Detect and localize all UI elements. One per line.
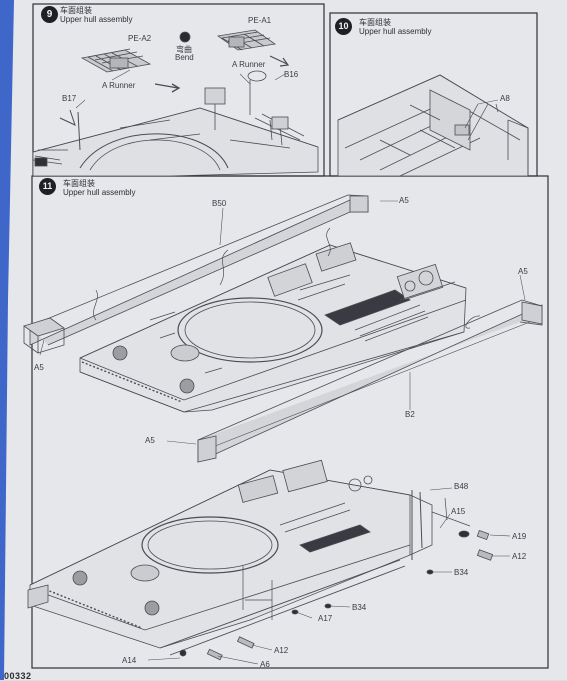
label-bend-en: Bend [175,53,194,62]
label-a17: A17 [318,614,333,623]
label-b2: B2 [405,410,415,419]
label-a19: A19 [512,532,527,541]
label-b34-mid: B34 [352,603,367,612]
step-11-badge: 11 [39,178,56,195]
label-pe-a2: PE-A2 [128,34,152,43]
label-a14: A14 [122,656,137,665]
step9-drawing [32,29,319,177]
step10-drawing [337,74,529,177]
step-10-title-en: Upper hull assembly [359,27,432,36]
label-a-runner-right: A Runner [232,60,266,69]
label-bend-cn: 弯曲 [176,45,192,54]
step-10-title-cn: 车面组装 [359,18,391,27]
label-b34-right: B34 [454,568,469,577]
step-10-title: 车面组装 Upper hull assembly [359,18,431,36]
label-a5-left: A5 [34,363,44,372]
label-a8: A8 [500,94,510,103]
step-9-title-cn: 车面组装 [60,6,92,15]
label-pe-a1: PE-A1 [248,16,272,25]
label-a5-top-right: A5 [399,196,409,205]
step-10-badge: 10 [335,18,352,35]
step-9-title: 车面组装 Upper hull assembly [60,6,132,24]
leader-lines [39,69,526,445]
pe-a2-part [80,48,152,73]
page-number: 00332 [4,671,32,681]
label-b48: B48 [454,482,469,491]
step-11-title: 车面组装 Upper hull assembly [63,179,135,197]
step-9-title-en: Upper hull assembly [60,15,133,24]
label-a15: A15 [451,507,466,516]
step9-hull [32,70,319,177]
label-a6: A6 [260,660,270,669]
label-a5-right: A5 [518,267,528,276]
label-b17: B17 [62,94,77,103]
step-11-title-en: Upper hull assembly [63,188,136,197]
step11-lower-drawing [27,459,511,665]
label-a12-right: A12 [512,552,527,561]
label-a5-bottom: A5 [145,436,155,445]
step-11-title-cn: 车面组装 [63,179,95,188]
step11-upper-drawing [23,194,543,463]
label-a12-bottom: A12 [274,646,289,655]
step-9-badge: 9 [41,6,58,23]
label-a-runner-left: A Runner [102,81,136,90]
pe-a1-part [216,29,290,67]
label-b50: B50 [212,199,227,208]
label-b16: B16 [284,70,299,79]
